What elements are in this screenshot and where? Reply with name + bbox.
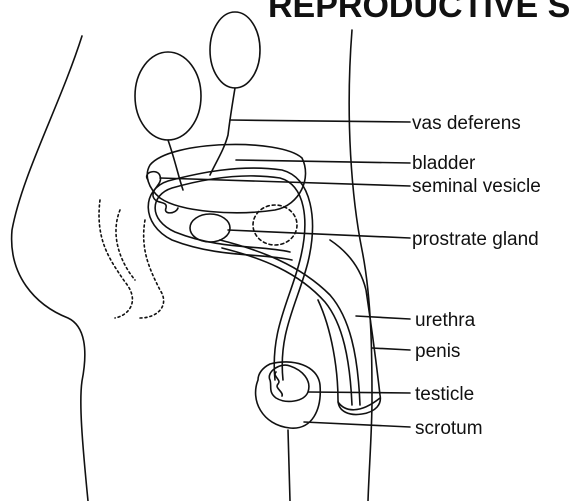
testicle <box>269 365 309 401</box>
label-testicle: testicle <box>415 384 474 405</box>
leader-vas-deferens <box>230 120 410 122</box>
leader-scrotum <box>304 422 410 427</box>
leader-urethra <box>356 316 410 319</box>
label-penis: penis <box>415 341 460 362</box>
label-scrotum: scrotum <box>415 418 483 439</box>
label-urethra: urethra <box>415 310 476 331</box>
inner-leg-line <box>288 430 290 501</box>
leader-penis <box>372 348 410 350</box>
label-seminal-vesicle: seminal vesicle <box>412 176 541 197</box>
prostate-gland <box>190 214 230 242</box>
buttock-dotted-2 <box>140 220 164 318</box>
label-vas-deferens: vas deferens <box>412 113 521 134</box>
leader-testicle <box>308 392 410 393</box>
prostate-dotted <box>253 205 297 245</box>
buttock-dotted-1 <box>99 200 132 318</box>
leader-bladder <box>236 160 410 163</box>
kidney-left <box>135 52 201 140</box>
body-front-outline <box>12 36 88 501</box>
scrotum <box>256 362 321 428</box>
ureter-right <box>210 88 235 175</box>
kidney-right <box>210 12 260 88</box>
title-fragment: REPRODUCTIVE SYS <box>268 0 571 25</box>
label-bladder: bladder <box>412 153 476 174</box>
label-prostrate-gland: prostrate gland <box>412 229 539 250</box>
testicle-curl <box>275 372 282 396</box>
vas-deferens-inner <box>148 168 312 380</box>
buttock-dotted-3 <box>116 210 135 280</box>
urethra-outer <box>220 240 360 405</box>
penis-outline <box>318 240 380 414</box>
body-back-outline <box>349 30 372 501</box>
ureter-left <box>168 140 183 190</box>
